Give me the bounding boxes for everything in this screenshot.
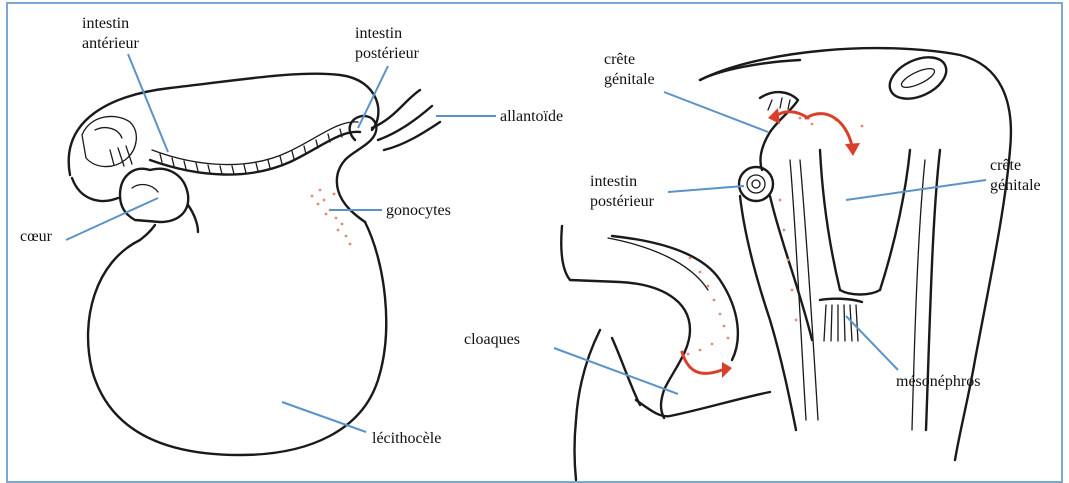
label-crete-genitale-right-line2: génitale — [990, 177, 1041, 194]
gonocyte-dots-right — [687, 117, 864, 356]
migration-arrow-lower-head — [722, 362, 732, 378]
gonocyte-dots-left — [311, 189, 352, 246]
neural-tube — [883, 49, 953, 107]
migration-arrow-top-right — [806, 114, 852, 146]
label-intestin-posterieur-left-line2: postérieur — [355, 45, 420, 62]
migration-arrow-top-left — [776, 112, 808, 118]
label-allantoide-text: allantoïde — [500, 108, 563, 125]
label-gonocytes: gonocytes — [330, 202, 451, 219]
label-crete-genitale-top-line2: génitale — [604, 71, 655, 88]
leader-coeur — [66, 198, 158, 240]
label-intestin-anterieur: intestin antérieur — [82, 15, 168, 152]
right-panel-section — [561, 48, 1011, 480]
leader-mesonephros — [846, 316, 898, 370]
genital-ridge-right — [820, 150, 910, 290]
embryo-head-fold — [72, 178, 118, 201]
label-intestin-posterieur-left-line1: intestin — [355, 25, 402, 42]
label-lecithocele-text: lécithocèle — [372, 430, 441, 447]
label-crete-genitale-right-line1: crête — [990, 157, 1021, 174]
migration-arrow-top-right-head — [845, 143, 860, 156]
label-crete-genitale-top-line1: crête — [604, 51, 635, 68]
heart — [120, 169, 188, 222]
leader-intestin-anterieur — [128, 54, 168, 152]
hindgut-tube — [740, 196, 796, 430]
label-cloaques: cloaques — [464, 331, 678, 394]
embryo-head — [82, 116, 136, 166]
cloaca-outline — [575, 330, 601, 480]
vitelline-stalk-left — [188, 205, 198, 232]
hindgut-ring — [739, 167, 773, 201]
left-panel-embryo — [69, 74, 440, 455]
label-coeur-text: cœur — [20, 228, 53, 245]
leader-crete-genitale-right — [846, 180, 986, 200]
label-cloaques-text: cloaques — [464, 331, 520, 348]
label-intestin-posterieur-right-line2: postérieur — [590, 193, 655, 210]
migration-arrow-top-left-head — [768, 108, 780, 124]
embryo-dorsal-outline — [69, 74, 379, 175]
label-mesonephros: mésonéphros — [846, 316, 980, 390]
label-intestin-posterieur-right: intestin postérieur — [590, 173, 744, 210]
label-gonocytes-text: gonocytes — [386, 202, 451, 219]
leader-intestin-posterieur-right — [668, 186, 744, 192]
label-mesonephros-text: mésonéphros — [896, 373, 980, 390]
allantois — [372, 90, 440, 150]
leader-cloaques — [554, 348, 678, 394]
vitelline-stalk-right — [337, 160, 365, 222]
label-intestin-posterieur-right-line1: intestin — [590, 173, 637, 190]
leader-lecithocele — [282, 402, 366, 432]
label-allantoide: allantoïde — [436, 108, 563, 125]
label-intestin-anterieur-line2: antérieur — [82, 35, 140, 52]
label-crete-genitale-right: crête génitale — [846, 157, 1041, 200]
label-coeur: cœur — [20, 198, 158, 245]
leader-crete-genitale-top — [664, 92, 768, 132]
label-intestin-anterieur-line1: intestin — [82, 15, 129, 32]
label-intestin-posterieur-left: intestin postérieur — [355, 25, 420, 128]
yolk-sac — [88, 222, 386, 455]
